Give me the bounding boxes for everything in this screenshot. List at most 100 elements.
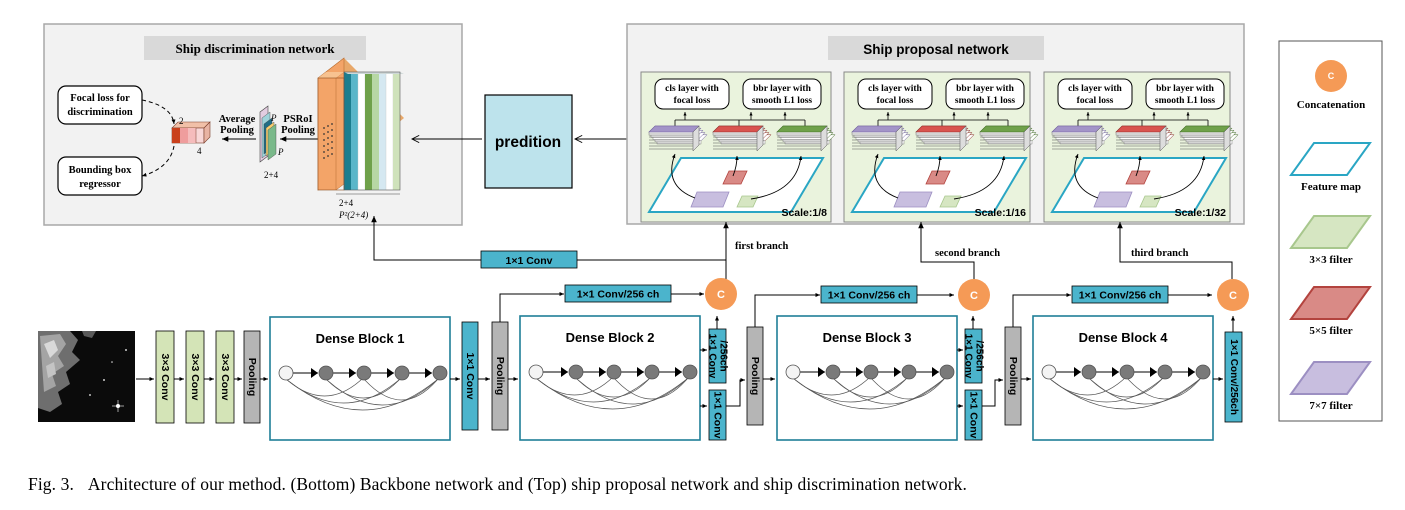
concat-3: C xyxy=(1217,279,1249,311)
bbr-line2: smooth L1 loss xyxy=(955,96,1015,106)
dense-layer-node xyxy=(1119,364,1135,380)
figure-caption: Fig. 3.Architecture of our method. (Bott… xyxy=(28,474,1388,495)
dense-block-3-title: Dense Block 3 xyxy=(823,330,912,345)
bbr-line1: bbr layer with xyxy=(1156,84,1214,94)
feature-map xyxy=(1050,157,1228,213)
legend-label: 3×3 filter xyxy=(1309,254,1352,266)
legend-label: 5×5 filter xyxy=(1309,325,1352,337)
concat-1: C xyxy=(705,278,737,310)
cls-line1: cls layer with xyxy=(665,84,719,94)
top-conv-256ch-1-label: 1×1 Conv/256 ch xyxy=(577,289,660,301)
side-conv-256ch-2-label: 1×1 Conv xyxy=(963,334,974,379)
legend-label: 7×7 filter xyxy=(1309,400,1352,412)
dense-layer-node xyxy=(278,365,294,381)
concat-1-symbol: C xyxy=(717,289,725,301)
dense-block-4: Dense Block 4 xyxy=(1032,315,1214,441)
legend-label: Feature map xyxy=(1301,181,1361,193)
dense-layer-node xyxy=(606,364,622,380)
backbone xyxy=(38,331,135,422)
cls-line2: focal loss xyxy=(877,96,914,106)
filter-7x7 xyxy=(893,191,933,208)
dense-layer-node xyxy=(356,365,372,381)
filter-5x5 xyxy=(722,170,748,185)
top-conv-256ch-1: 1×1 Conv/256 ch xyxy=(564,284,672,303)
side-conv-256ch-2-label: /256ch xyxy=(974,340,985,371)
dim-4: 4 xyxy=(197,146,202,156)
transition-conv-1-label: 1×1 Conv xyxy=(464,353,476,400)
third-branch-label: third branch xyxy=(1131,248,1189,259)
dense-layer-node xyxy=(394,365,410,381)
scale-panels: cls layer with focal loss bbr layer with sm… xyxy=(640,71,1239,223)
dense-layer-node xyxy=(785,364,801,380)
second-branch-label: second branch xyxy=(935,248,1000,259)
dense-layer-node xyxy=(644,364,660,380)
dense-block-1: Dense Block 1 xyxy=(269,316,451,441)
cls-layer-box xyxy=(1057,78,1133,110)
pooling-3: Pooling xyxy=(1004,326,1022,426)
transition-conv-3: 1×1 Conv xyxy=(964,389,983,441)
dim-2plus4: 2+4 xyxy=(264,170,279,180)
top-conv-256ch-2: 1×1 Conv/256 ch xyxy=(820,285,918,304)
transition-conv-3-label: 1×1 Conv xyxy=(968,392,980,439)
scale-label: Scale:1/32 xyxy=(1175,207,1227,219)
proposal-title: Ship proposal network xyxy=(863,42,1009,57)
stack-dim-p2: P²(2+4) xyxy=(338,210,368,220)
dense-layer-node xyxy=(825,364,841,380)
cls-line2: focal loss xyxy=(674,96,711,106)
dense-layer-node xyxy=(318,365,334,381)
focal-loss-line2: discrimination xyxy=(67,107,132,118)
top-conv-256ch-3-label: 1×1 Conv/256 ch xyxy=(1079,290,1162,302)
bbox-line2: regressor xyxy=(79,179,121,190)
conv3x3-2-label: 3×3 Conv xyxy=(189,354,201,401)
scale-label: Scale:1/16 xyxy=(975,207,1027,219)
top-conv-256ch-2-label: 1×1 Conv/256 ch xyxy=(828,290,911,302)
pooling-2: Pooling xyxy=(746,326,764,426)
pooling-3-label: Pooling xyxy=(1007,357,1019,396)
feature-map xyxy=(647,157,825,213)
discrimination-title: Ship discrimination network xyxy=(176,41,336,56)
legend-item-5-5-filter: 5×5 filter xyxy=(1289,286,1372,337)
cls-layer-box xyxy=(654,78,730,110)
dense-layer-node xyxy=(1195,364,1211,380)
psroi-line2: Pooling xyxy=(281,125,316,136)
side-conv-256ch-3: 1×1 Conv/256ch xyxy=(1224,331,1243,423)
discrimination-panel: Ship discrimination network Focal loss f… xyxy=(43,23,463,226)
pooling-2-label: Pooling xyxy=(749,357,761,396)
prediction-label: predition xyxy=(495,134,561,151)
dim-p-2: P xyxy=(277,147,284,157)
first-branch-label: first branch xyxy=(735,241,789,252)
dim-p-1: P xyxy=(270,113,277,123)
dense-layer-node xyxy=(432,365,448,381)
cls-layer-box xyxy=(857,78,933,110)
dense-layer-node xyxy=(1081,364,1097,380)
filter-7x7 xyxy=(690,191,730,208)
dense-layer-node xyxy=(568,364,584,380)
transition-conv-1: 1×1 Conv xyxy=(461,321,479,431)
caption-text: Architecture of our method. (Bottom) Bac… xyxy=(87,474,967,494)
conv3x3-3-label: 3×3 Conv xyxy=(219,354,231,401)
conv3x3-3: 3×3 Conv xyxy=(215,330,235,424)
cls-line2: focal loss xyxy=(1077,96,1114,106)
concat-2: C xyxy=(958,279,990,311)
legend-swatch xyxy=(1289,215,1372,249)
backbone-blocks: 3×3 Conv 3×3 Conv 3×3 Conv Pooling Dense Blo… xyxy=(136,278,1249,441)
dense-layer-node xyxy=(1041,364,1057,380)
dense-block-3: Dense Block 3 xyxy=(776,315,958,441)
concat-3-symbol: C xyxy=(1229,290,1237,302)
bbr-layer-box xyxy=(945,78,1025,110)
concatenation-icon xyxy=(1315,60,1347,92)
conv3x3-1: 3×3 Conv xyxy=(155,330,175,424)
pooling-1: Pooling xyxy=(491,321,509,431)
position-sensitive-stack xyxy=(317,57,404,191)
focal-loss-line1: Focal loss for xyxy=(70,93,130,104)
avg-pool-line1: Average xyxy=(219,114,256,125)
bbr-line1: bbr layer with xyxy=(753,84,811,94)
dense-layer-node xyxy=(682,364,698,380)
dense-layer-node xyxy=(863,364,879,380)
cls-line1: cls layer with xyxy=(868,84,922,94)
conv3x3-2: 3×3 Conv xyxy=(185,330,205,424)
